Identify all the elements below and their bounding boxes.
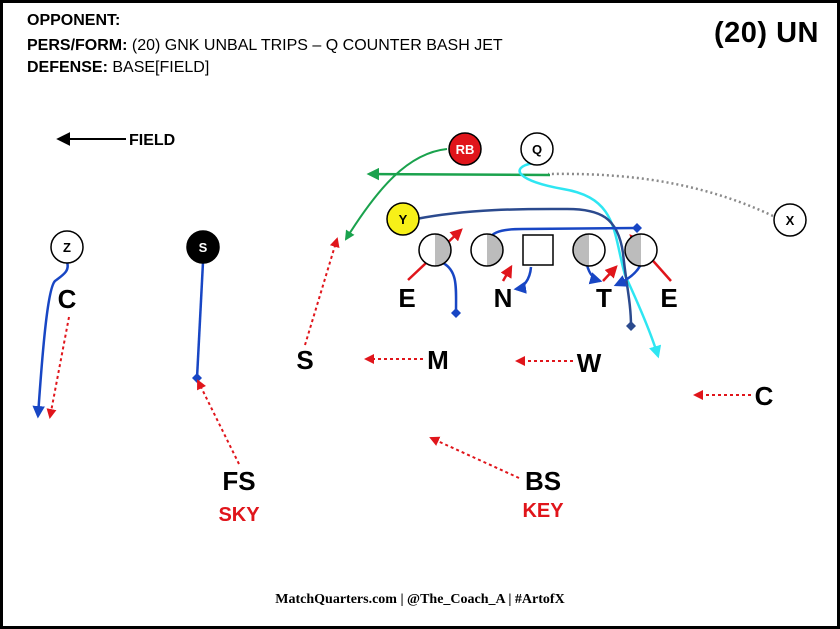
z-label: Z bbox=[63, 240, 71, 255]
fs-read bbox=[197, 379, 240, 465]
def-bs: BS bbox=[525, 466, 561, 496]
n-slant bbox=[500, 264, 513, 282]
personnel-value: (20) GNK UNBAL TRIPS – Q COUNTER BASH JE… bbox=[131, 37, 503, 54]
right-tackle-block-path bbox=[613, 265, 642, 287]
rb-label: RB bbox=[456, 142, 475, 157]
def-t: T bbox=[596, 283, 612, 313]
field-direction-label: FIELD bbox=[129, 132, 175, 149]
personnel-label: PERS/FORM: bbox=[27, 37, 128, 54]
defense-label: DEFENSE: bbox=[27, 59, 108, 76]
center-marker bbox=[522, 234, 554, 266]
def-s: S bbox=[296, 345, 313, 375]
left-tackle-marker bbox=[418, 233, 452, 267]
personnel-line: PERS/FORM: (20) GNK UNBAL TRIPS – Q COUN… bbox=[27, 36, 503, 56]
y-player: Y bbox=[386, 202, 420, 236]
right-tackle-marker bbox=[624, 233, 658, 267]
opponent-line: OPPONENT: bbox=[27, 11, 120, 31]
left-guard-marker bbox=[470, 233, 504, 267]
def-c-left: C bbox=[58, 284, 77, 314]
defense-line: DEFENSE: BASE[FIELD] bbox=[27, 58, 209, 78]
def-w: W bbox=[577, 348, 602, 378]
q-player: Q bbox=[520, 132, 554, 166]
slot-path bbox=[192, 261, 205, 383]
slot-player: S bbox=[186, 230, 220, 264]
x-motion-path bbox=[547, 172, 774, 218]
field-diagram: FIELD bbox=[32, 132, 807, 526]
center-block-path bbox=[513, 266, 533, 294]
def-fs: FS bbox=[222, 466, 255, 496]
key-call: KEY bbox=[522, 500, 564, 522]
def-e-right: E bbox=[660, 283, 677, 313]
rb-path bbox=[344, 148, 448, 241]
def-e-left: E bbox=[398, 283, 415, 313]
s-read bbox=[304, 237, 340, 346]
def-n: N bbox=[494, 283, 513, 313]
def-m: M bbox=[427, 345, 449, 375]
t-slant bbox=[602, 265, 618, 282]
footer-credits: MatchQuarters.com | @The_Coach_A | #Arto… bbox=[275, 592, 565, 607]
defense-value: BASE[FIELD] bbox=[112, 59, 210, 76]
bs-read bbox=[429, 436, 520, 479]
slot-label: S bbox=[199, 240, 208, 255]
c-left-read bbox=[46, 316, 70, 419]
rb-player: RB bbox=[448, 132, 482, 166]
opponent-label: OPPONENT: bbox=[27, 12, 121, 29]
right-guard-block-path bbox=[585, 264, 603, 285]
z-path bbox=[32, 261, 69, 419]
q-label: Q bbox=[532, 142, 542, 157]
x-player: X bbox=[773, 203, 807, 237]
personnel-badge: (20) UN bbox=[713, 17, 819, 49]
right-guard-marker bbox=[572, 233, 606, 267]
y-label: Y bbox=[399, 212, 408, 227]
left-tackle-path bbox=[442, 261, 461, 318]
jet-motion-path bbox=[366, 167, 551, 181]
qb-path bbox=[518, 161, 662, 359]
def-c-right: C bbox=[755, 381, 774, 411]
sky-call: SKY bbox=[218, 504, 260, 526]
x-label: X bbox=[786, 213, 795, 228]
z-player: Z bbox=[50, 230, 84, 264]
